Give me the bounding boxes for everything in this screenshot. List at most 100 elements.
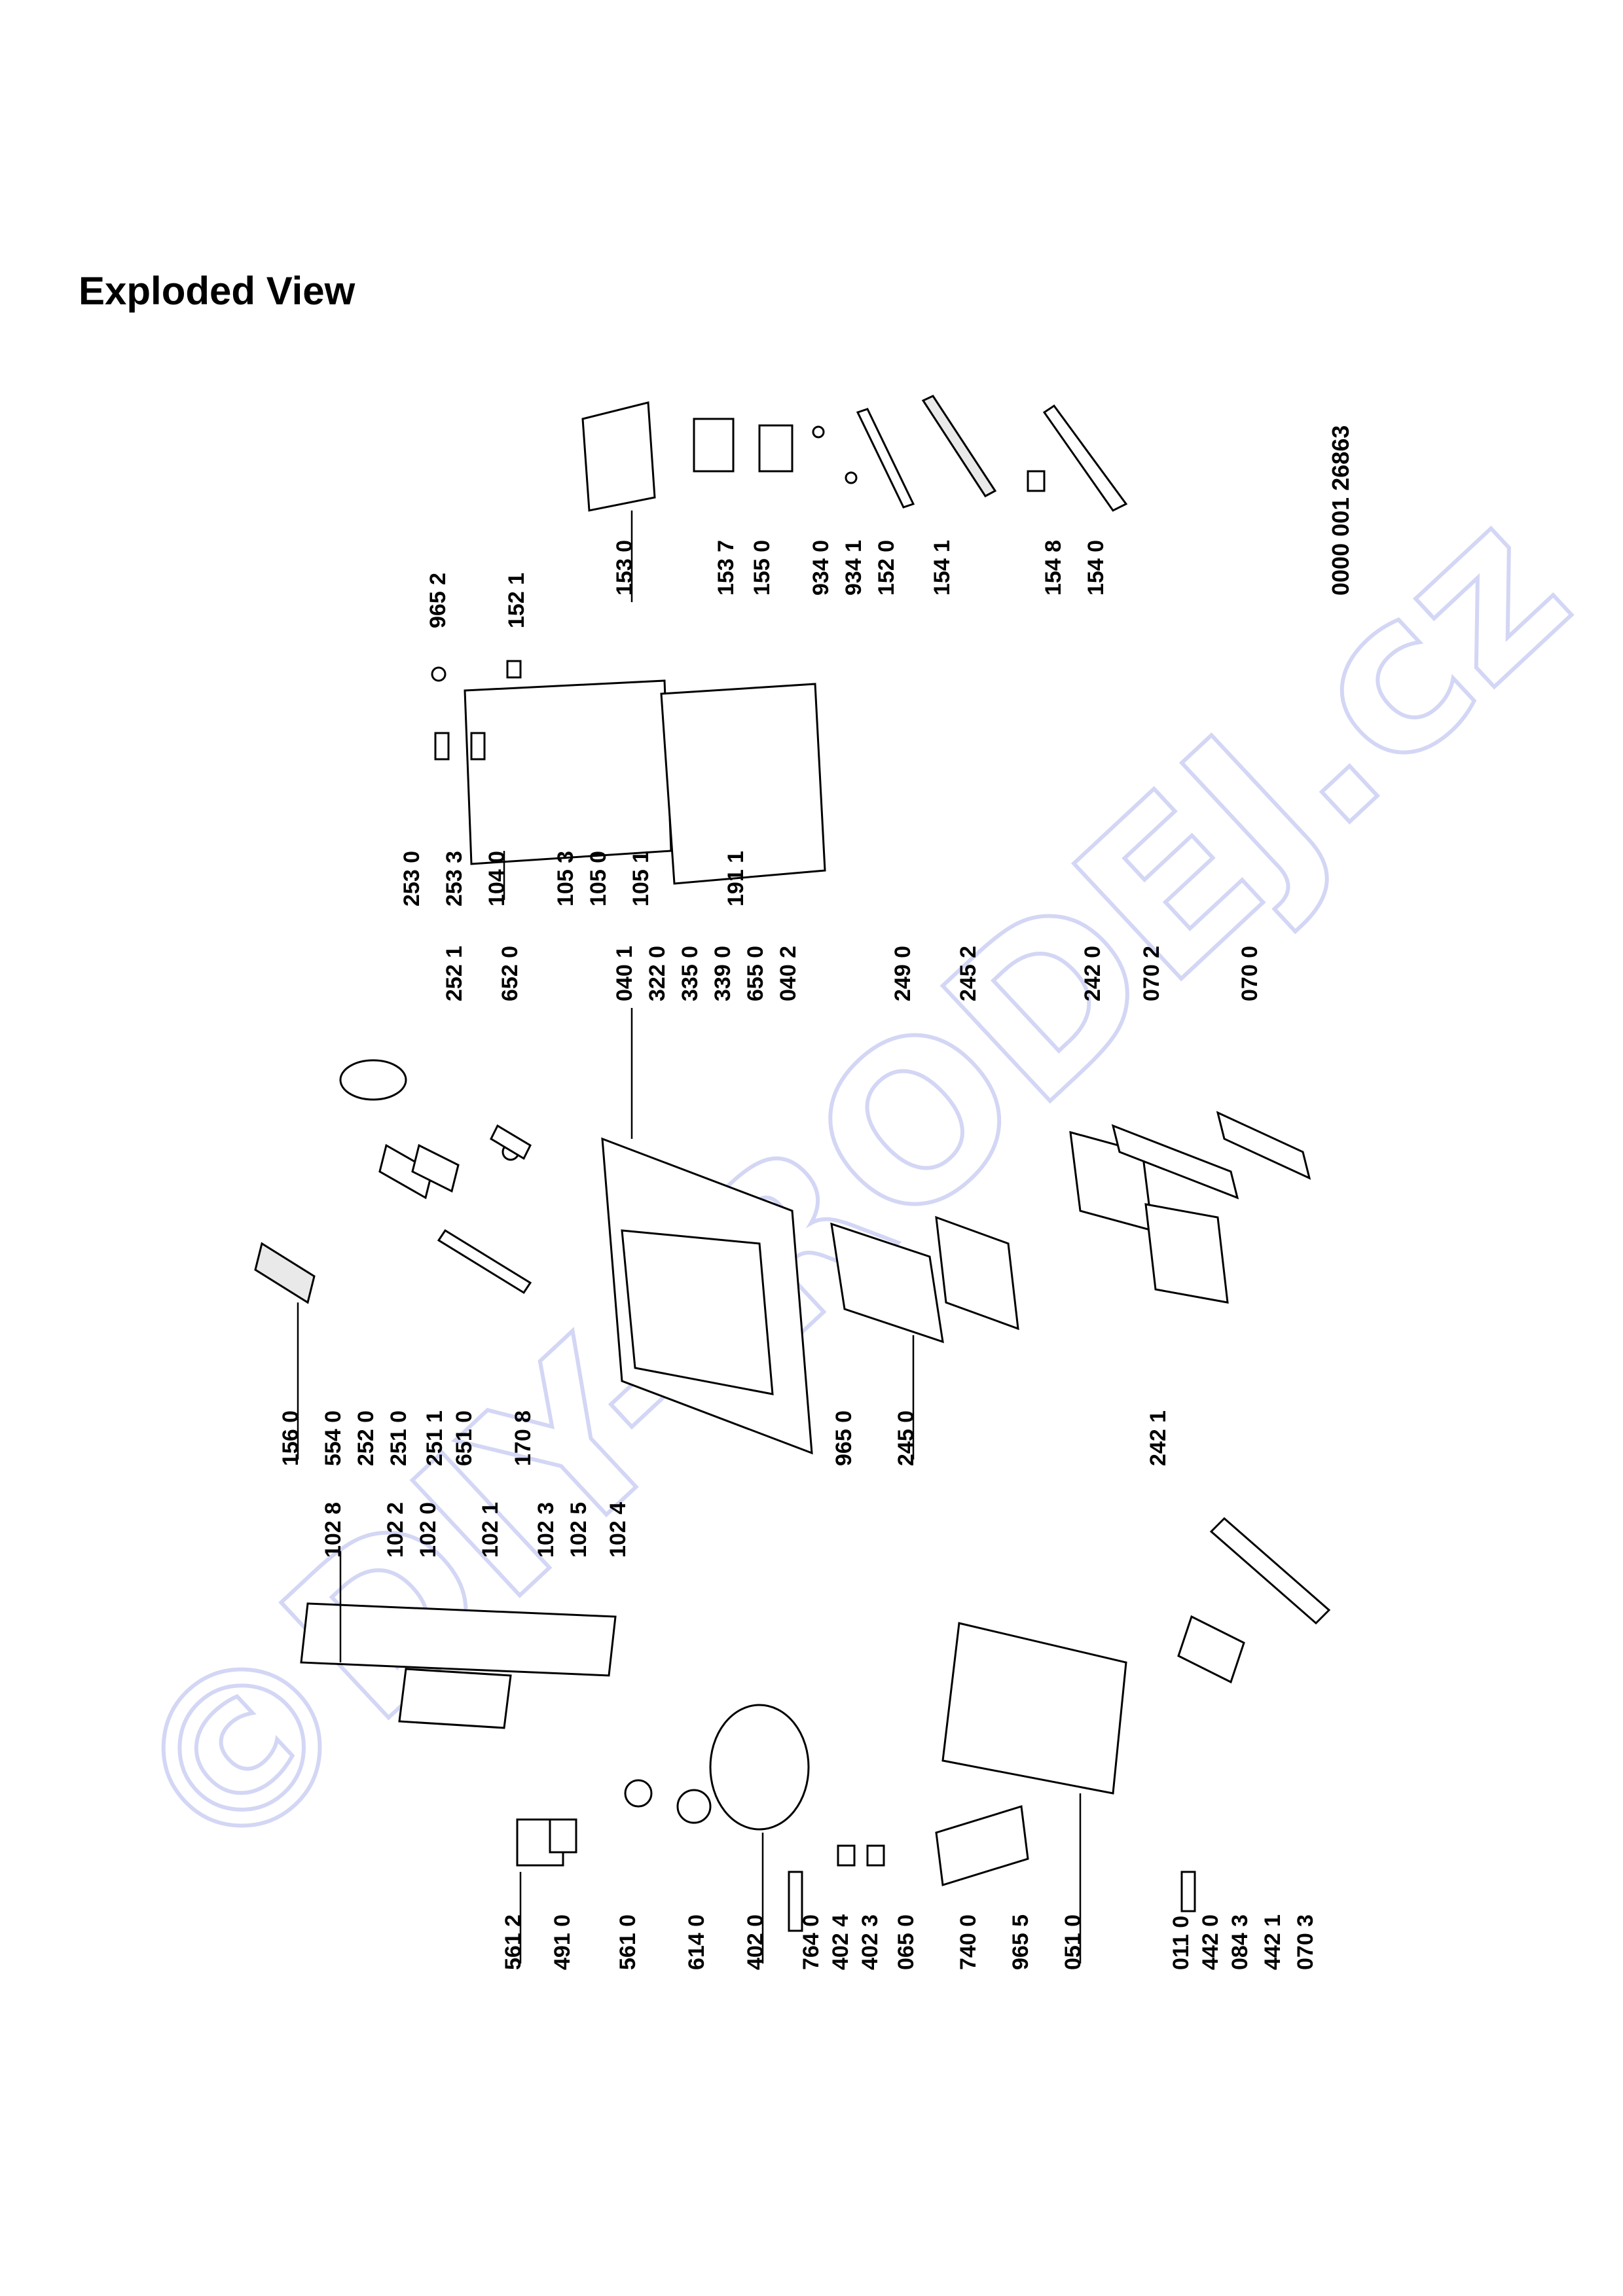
part-965-2	[431, 666, 447, 682]
part-442-0	[1177, 1615, 1245, 1684]
part-label-102-4: 102 4	[606, 1502, 630, 1558]
part-label-084-3: 084 3	[1228, 1914, 1252, 1970]
part-245-0	[830, 1222, 944, 1344]
part-label-934-1: 934 1	[841, 540, 866, 596]
part-label-011-0: 011 0	[1169, 1916, 1194, 1970]
part-label-402-4: 402 4	[828, 1914, 853, 1970]
part-label-764-0: 764 0	[799, 1914, 824, 1970]
part-102-8	[300, 1602, 617, 1677]
part-label-105-3: 105 3	[553, 851, 578, 906]
part-242-1	[1144, 1203, 1229, 1304]
part-label-040-2: 040 2	[776, 946, 801, 1001]
part-label-253-0: 253 0	[399, 851, 424, 906]
part-label-104-0: 104 0	[484, 851, 509, 906]
part-label-070-2: 070 2	[1139, 946, 1164, 1001]
part-934-1	[845, 471, 858, 484]
part-label-070-0: 070 0	[1237, 946, 1262, 1001]
part-label-065-0: 065 0	[894, 1914, 919, 1970]
part-561-0	[624, 1779, 653, 1808]
part-label-156-0: 156 0	[278, 1410, 303, 1466]
part-label-561-2: 561 2	[501, 1914, 526, 1970]
part-label-152-1: 152 1	[504, 573, 529, 628]
page-title: Exploded View	[79, 269, 356, 313]
part-253-0	[434, 732, 450, 761]
part-label-965-0: 965 0	[831, 1410, 856, 1466]
part-label-339-0: 339 0	[710, 946, 735, 1001]
part-label-040-1: 040 1	[612, 946, 637, 1001]
part-label-402-0: 402 0	[743, 1914, 768, 1970]
part-153-0	[581, 401, 656, 512]
part-label-251-0: 251 0	[386, 1410, 411, 1466]
part-152-1	[506, 660, 522, 679]
part-652-0	[490, 1124, 532, 1160]
part-051-0	[941, 1622, 1127, 1795]
part-label-655-0: 655 0	[743, 946, 768, 1001]
part-170-8	[437, 1229, 532, 1295]
part-label-170-8: 170 8	[511, 1410, 536, 1466]
leader-lines	[297, 511, 1082, 1964]
part-label-335-0: 335 0	[678, 946, 702, 1001]
part-label-245-0: 245 0	[894, 1410, 919, 1466]
part-label-051-0: 051 0	[1061, 1914, 1085, 1970]
watermark: ©DIY-IRODEJ.cz	[79, 461, 1614, 1916]
part-011-0	[1180, 1871, 1196, 1912]
part-label-242-1: 242 1	[1146, 1410, 1171, 1466]
part-label-561-0: 561 0	[615, 1914, 640, 1970]
part-740-0	[935, 1805, 1029, 1886]
part-label-155-0: 155 0	[750, 540, 775, 596]
part-154-0	[1042, 404, 1128, 512]
part-label-252-1: 252 1	[442, 946, 467, 1001]
part-label-154-8: 154 8	[1041, 540, 1066, 596]
part-label-153-7: 153 7	[714, 540, 739, 596]
part-070-2	[1111, 1124, 1239, 1200]
part-label-491-0: 491 0	[550, 1914, 575, 1970]
part-253-3	[470, 732, 486, 761]
part-label-102-1: 102 1	[478, 1502, 503, 1558]
part-label-965-5: 965 5	[1008, 1914, 1033, 1970]
part-152-0	[856, 408, 915, 509]
part-label-554-0: 554 0	[321, 1410, 346, 1466]
part-label-614-0: 614 0	[684, 1914, 709, 1970]
part-245-2	[935, 1215, 1019, 1331]
part-label-102-0: 102 0	[416, 1502, 441, 1558]
part-label-652-0: 652 0	[498, 946, 522, 1001]
part-934-0	[812, 425, 825, 439]
part-label-249-0: 249 0	[890, 946, 915, 1001]
part-label-442-1: 442 1	[1260, 1914, 1285, 1970]
part-402-0	[709, 1704, 810, 1831]
part-191-1	[660, 683, 826, 885]
part-102-0	[398, 1668, 512, 1729]
part-cabinet-inner	[621, 1229, 774, 1395]
part-label-105-0: 105 0	[586, 851, 611, 906]
part-label-651-0: 651 0	[452, 1410, 477, 1466]
part-label-154-0: 154 0	[1084, 540, 1108, 596]
part-label-740-0: 740 0	[956, 1914, 981, 1970]
part-label-245-2: 245 2	[956, 946, 981, 1001]
part-label-934-0: 934 0	[809, 540, 833, 596]
part-drawings	[254, 395, 1331, 1932]
part-label-102-8: 102 8	[321, 1502, 346, 1558]
part-label-322-0: 322 0	[645, 946, 670, 1001]
part-156-0	[254, 1242, 316, 1304]
part-label-242-0: 242 0	[1080, 946, 1105, 1001]
part-label-154-1: 154 1	[930, 540, 955, 596]
part-614-0	[676, 1789, 712, 1824]
part-label-251-1: 251 1	[422, 1410, 447, 1466]
part-label-102-5: 102 5	[566, 1502, 591, 1558]
part-154-1	[921, 395, 997, 497]
part-label-152-0: 152 0	[874, 540, 899, 596]
document-number: 0000 001 26863	[1327, 425, 1354, 596]
part-491-0	[549, 1818, 577, 1854]
part-402-3	[866, 1844, 885, 1867]
part-070-0	[1216, 1111, 1311, 1180]
part-251-1	[411, 1143, 460, 1193]
part-153-7	[693, 418, 735, 473]
part-070-3	[1209, 1516, 1331, 1625]
part-104-0	[464, 679, 672, 865]
part-label-442-0: 442 0	[1198, 1914, 1223, 1970]
part-label-070-3: 070 3	[1293, 1914, 1318, 1970]
part-label-252-0: 252 0	[354, 1410, 378, 1466]
